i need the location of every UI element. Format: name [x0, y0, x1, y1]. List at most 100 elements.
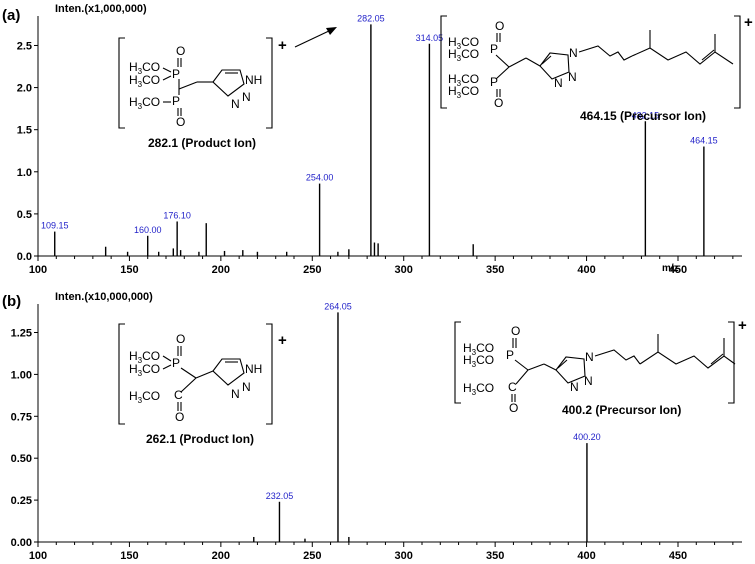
y-tick-label: 0.50 — [11, 453, 32, 465]
triazole-ring-a — [212, 69, 245, 97]
bracket-right — [266, 37, 273, 129]
precursor-ion-structure-b: + H3CO H3CO P O H3CO C O N N N 400.2 (Pr… — [454, 317, 747, 417]
svg-text:N: N — [242, 90, 251, 104]
x-tick-label: 200 — [212, 550, 230, 562]
svg-text:N: N — [584, 374, 593, 388]
svg-text:P: P — [506, 348, 514, 362]
svg-text:P: P — [490, 42, 498, 56]
arrow-to-product-peak — [294, 27, 337, 48]
bracket-left — [118, 323, 125, 425]
product-ion-structure-b: + H3CO H3CO P O H3CO C O NH N N 262.1 (P… — [118, 323, 287, 446]
y-tick-label: 2.0 — [17, 83, 32, 95]
bracket-right — [734, 15, 741, 109]
svg-text:O: O — [175, 410, 184, 424]
svg-text:H3CO: H3CO — [129, 95, 160, 111]
svg-text:H3CO: H3CO — [463, 381, 494, 397]
y-tick-label: 0.25 — [11, 495, 32, 507]
svg-text:N: N — [585, 350, 594, 364]
x-tick-label: 450 — [669, 264, 687, 276]
svg-text:C: C — [174, 388, 183, 402]
panel-a-x-unit: m/z — [662, 263, 679, 274]
svg-text:NH: NH — [245, 362, 262, 376]
precursor-ion-structure-a: + H3CO H3CO P O H3CO H3CO P O N N N 4 — [440, 14, 753, 123]
panel-b-tag: (b) — [2, 293, 21, 310]
precursor-charge-b: + — [738, 317, 747, 334]
bracket-right — [728, 321, 735, 404]
svg-text:O: O — [495, 19, 504, 33]
x-tick-label: 100 — [29, 264, 47, 276]
spectrum-panel-b: (b) Inten.(x10,000,000) 0.000.250.500.75… — [2, 291, 747, 562]
precursor-caption-b: 400.2 (Precursor Ion) — [562, 403, 681, 417]
svg-text:O: O — [511, 324, 520, 338]
svg-text:N: N — [569, 46, 578, 60]
svg-text:N: N — [568, 70, 577, 84]
product-charge-a: + — [278, 37, 287, 54]
bracket-left — [440, 15, 447, 109]
svg-text:H3CO: H3CO — [448, 72, 479, 88]
x-tick-label: 350 — [486, 264, 504, 276]
triazole-ring-precursor-a — [539, 52, 570, 80]
svg-text:H3CO: H3CO — [129, 389, 160, 405]
precursor-caption-a: 464.15 (Precursor Ion) — [580, 109, 706, 123]
y-tick-label: 1.0 — [17, 167, 32, 179]
peak-label: 282.05 — [357, 13, 385, 23]
svg-text:P: P — [172, 94, 180, 108]
svg-text:H3CO: H3CO — [129, 362, 160, 378]
y-tick-label: 0.75 — [11, 411, 32, 423]
product-charge-b: + — [278, 332, 287, 349]
x-tick-label: 250 — [303, 550, 321, 562]
svg-text:H3CO: H3CO — [448, 47, 479, 63]
x-tick-label: 150 — [120, 264, 138, 276]
svg-text:P: P — [490, 75, 498, 89]
y-tick-label: 0.0 — [17, 251, 32, 263]
y-tick-label: 0.00 — [11, 537, 32, 549]
svg-text:H3CO: H3CO — [448, 84, 479, 100]
svg-text:N: N — [231, 97, 240, 111]
product-ion-structure-a: + H3CO H3CO P O H3CO P O NH N N 282.1 (P… — [118, 37, 287, 150]
geranyl-chain-a — [578, 45, 633, 61]
spectrum-panel-a: (a) Inten.(x1,000,000) m/z 0.00.51.01.52… — [2, 3, 753, 276]
geranyl-chain-b — [594, 349, 641, 365]
bracket-right — [266, 323, 273, 425]
peak-label: 464.15 — [690, 136, 718, 146]
svg-text:NH: NH — [245, 73, 262, 87]
x-tick-label: 100 — [29, 550, 47, 562]
x-tick-label: 300 — [395, 550, 413, 562]
svg-text:N: N — [231, 387, 240, 401]
svg-text:H3CO: H3CO — [463, 353, 494, 369]
peak-label: 432.15 — [632, 110, 660, 120]
y-tick-label: 1.25 — [11, 327, 32, 339]
svg-text:C: C — [508, 380, 517, 394]
peak-label: 160.00 — [134, 225, 162, 235]
peak-label: 109.15 — [41, 221, 69, 231]
bracket-left — [118, 37, 125, 129]
peak-label: 314.05 — [416, 33, 444, 43]
product-caption-b: 262.1 (Product Ion) — [146, 432, 254, 446]
svg-text:H3CO: H3CO — [129, 60, 160, 76]
y-tick-label: 2.5 — [17, 40, 32, 52]
peak-label: 176.10 — [163, 210, 191, 220]
x-tick-label: 150 — [120, 550, 138, 562]
svg-text:O: O — [494, 96, 503, 110]
y-tick-label: 0.5 — [17, 209, 32, 221]
svg-text:O: O — [176, 332, 185, 346]
svg-text:O: O — [176, 115, 185, 129]
svg-text:N: N — [242, 380, 251, 394]
peak-label: 264.05 — [324, 301, 352, 311]
svg-text:O: O — [509, 401, 518, 415]
x-tick-label: 400 — [577, 550, 595, 562]
triazole-ring-b — [212, 358, 245, 386]
precursor-charge-a: + — [744, 14, 753, 31]
peak-label: 232.05 — [266, 491, 294, 501]
svg-text:N: N — [554, 76, 563, 90]
panel-a-y-unit: Inten.(x1,000,000) — [55, 3, 147, 15]
bracket-left — [454, 321, 461, 404]
panel-a-tag: (a) — [2, 7, 20, 24]
y-tick-label: 1.00 — [11, 369, 32, 381]
svg-text:N: N — [570, 380, 579, 394]
svg-text:P: P — [172, 356, 180, 370]
